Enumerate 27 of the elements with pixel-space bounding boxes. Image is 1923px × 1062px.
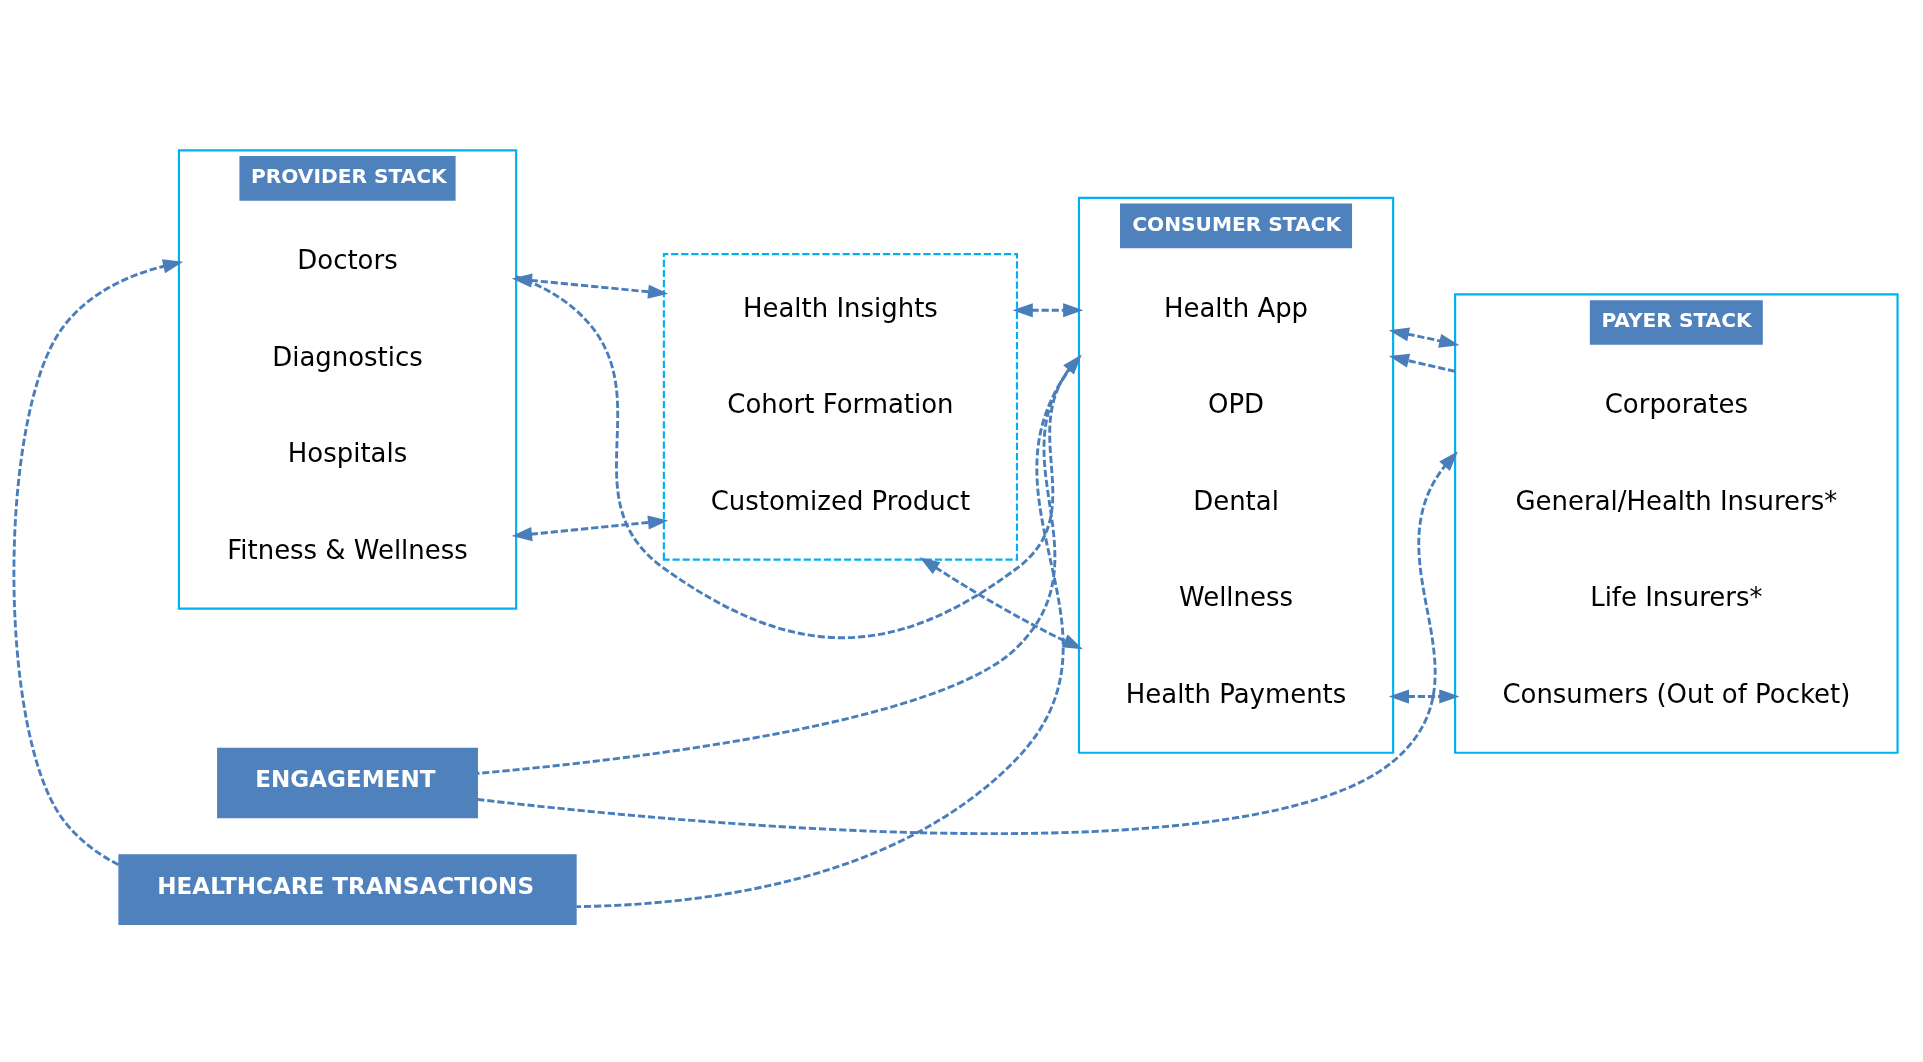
node-text: Dental <box>1193 485 1279 516</box>
arrow <box>1012 302 1084 317</box>
arrow <box>1388 326 1460 348</box>
node-text: Health Insights <box>743 292 938 323</box>
node-text: Doctors <box>297 244 398 275</box>
arrow <box>919 556 1083 649</box>
node-box: HEALTHCARE TRANSACTIONS <box>118 853 577 925</box>
node-text: General/Health Insurers* <box>1515 485 1838 516</box>
node-text: Diagnostics <box>272 341 423 372</box>
node-text: Life Insurers* <box>1590 581 1763 612</box>
arrow <box>1388 353 1456 373</box>
node-text: Consumers (Out of Pocket) <box>1502 678 1851 709</box>
node-text: OPD <box>1208 388 1265 419</box>
node-text: Corporates <box>1604 388 1748 419</box>
arrow <box>1388 688 1460 704</box>
node-text: Hospitals <box>287 437 408 468</box>
arrow <box>511 514 669 541</box>
cluster <box>662 252 1019 561</box>
node-text: Health Payments <box>1125 678 1347 709</box>
arrow <box>477 450 1458 835</box>
arrow <box>12 258 184 866</box>
node-text: Wellness <box>1179 581 1293 612</box>
node-text: Health App <box>1163 292 1309 323</box>
node-box: ENGAGEMENT <box>217 747 478 818</box>
node-text: Cohort Formation <box>727 388 954 419</box>
node-text: Customized Product <box>710 485 971 516</box>
node-text: Fitness & Wellness <box>227 534 468 565</box>
